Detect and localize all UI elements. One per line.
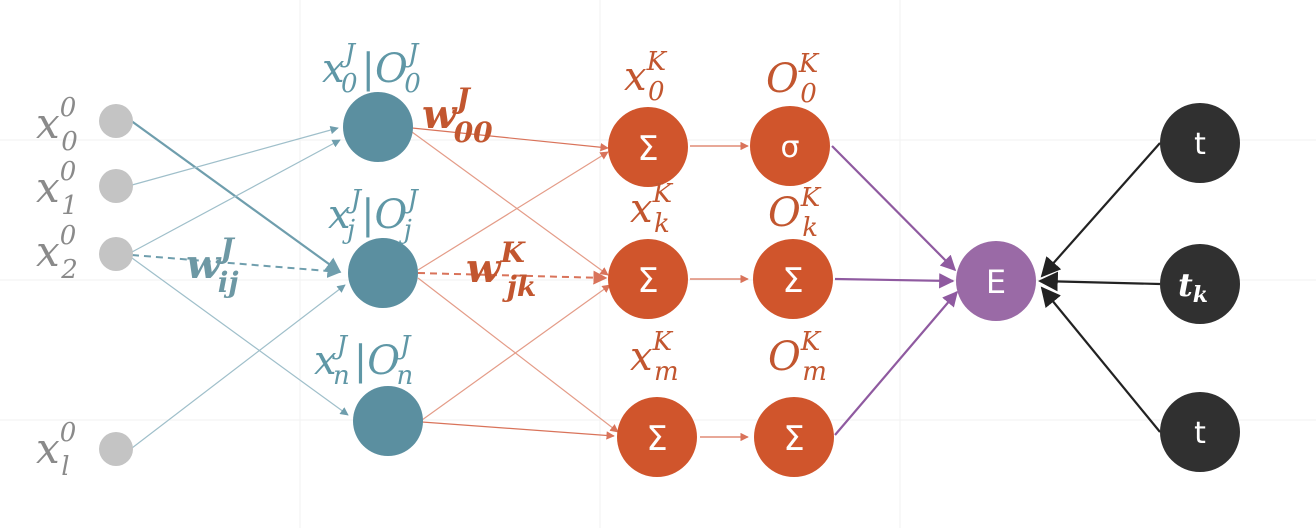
activation-node[interactable]	[750, 106, 830, 186]
edges-layer	[129, 119, 1161, 449]
edge-tk-to-e	[1038, 271, 1161, 292]
input-layer	[99, 104, 133, 466]
target-node-symbol: tk	[1178, 266, 1208, 308]
edge-xl-to-h1	[131, 284, 346, 449]
edge-x2-to-h1-dashed	[131, 254, 342, 278]
error-node[interactable]	[956, 241, 1036, 321]
input-node[interactable]	[99, 432, 133, 466]
target-node[interactable]	[1160, 392, 1240, 472]
edge-a0-to-e	[831, 145, 957, 272]
edge-x2-to-h0	[131, 139, 341, 253]
target-node-symbol: t	[1194, 416, 1206, 451]
target-layer: t tk t	[1160, 103, 1240, 472]
edge-h1-to-s2	[417, 277, 619, 433]
sum-node-symbol: Σ	[646, 419, 667, 459]
edge-x1-to-h0	[131, 125, 339, 186]
edge-x2-to-h2	[131, 257, 349, 416]
edge-t0-to-e	[1040, 142, 1161, 278]
edge-a1-to-e	[834, 273, 955, 289]
activation-node[interactable]	[753, 239, 833, 319]
input-node[interactable]	[99, 237, 133, 271]
edge-h0-to-s1	[411, 131, 609, 276]
hidden-layer	[343, 92, 423, 456]
hidden-node[interactable]	[353, 386, 423, 456]
activation-layer: σ Σ Σ	[750, 106, 834, 477]
activation-node-symbol: σ	[780, 130, 799, 165]
edge-h1-to-s1-dashed	[417, 270, 608, 285]
edge-t2-to-e	[1040, 286, 1161, 433]
activation-node[interactable]	[754, 397, 834, 477]
sum-node[interactable]	[608, 107, 688, 187]
target-node-symbol: t	[1194, 127, 1206, 162]
sum-node[interactable]	[617, 397, 697, 477]
hidden-node[interactable]	[343, 92, 413, 162]
error-layer: E	[956, 241, 1036, 321]
sum-node-symbol: Σ	[637, 129, 658, 169]
input-node[interactable]	[99, 104, 133, 138]
sum-layer: Σ Σ Σ	[608, 107, 697, 477]
activation-node-symbol: Σ	[783, 419, 804, 459]
target-node[interactable]	[1160, 244, 1240, 324]
edge-h0-to-s0	[411, 127, 609, 152]
sum-node-symbol: Σ	[637, 261, 658, 301]
input-node[interactable]	[99, 169, 133, 203]
error-node-symbol: E	[986, 263, 1006, 301]
edge-h2-to-s1	[421, 284, 611, 421]
activation-node-symbol: Σ	[782, 261, 803, 301]
sum-node[interactable]	[608, 239, 688, 319]
hidden-node[interactable]	[348, 238, 418, 308]
edge-h2-to-s2	[421, 421, 615, 440]
edge-a2-to-e	[834, 290, 958, 436]
edge-h1-to-s0	[417, 151, 609, 271]
target-node[interactable]	[1160, 103, 1240, 183]
